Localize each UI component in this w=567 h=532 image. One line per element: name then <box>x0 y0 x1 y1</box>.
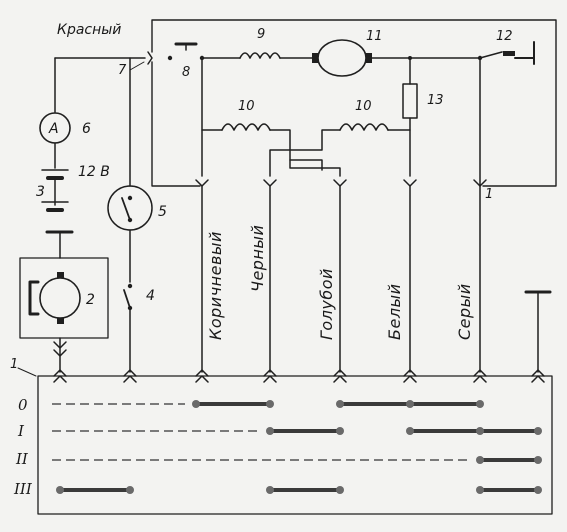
wire-label-grey: Серый <box>455 283 474 340</box>
wire-label-blue: Голубой <box>317 268 336 340</box>
motor-assembly: 7 8 9 11 13 12 10 10 <box>118 19 557 202</box>
position-row-0: 0 <box>18 396 28 414</box>
battery-voltage: 12 В <box>78 164 110 180</box>
left-circuit: А 6 3 12 В 2 5 <box>19 57 167 373</box>
connector-1-right-label: 1 <box>485 187 493 202</box>
coil-10-right-number: 10 <box>355 99 372 114</box>
coil-10-left-number: 10 <box>238 99 255 114</box>
switch-5-number: 5 <box>158 204 167 220</box>
position-row-1: I <box>17 422 25 440</box>
switch-4-number: 4 <box>146 288 155 304</box>
resistor-13-number: 13 <box>427 93 444 108</box>
generator-box <box>19 257 109 339</box>
coil-9-number: 9 <box>257 27 265 42</box>
position-row-3: III <box>13 480 33 498</box>
position-row-2: II <box>15 450 29 468</box>
ammeter-symbol: А <box>48 121 59 137</box>
position-table-frame <box>37 375 553 515</box>
coil-10-right <box>339 123 389 131</box>
switch-8-number: 8 <box>182 65 190 80</box>
wire-label-white: Белый <box>385 283 404 340</box>
switch-12-number: 12 <box>496 29 513 44</box>
coil-10-left <box>221 123 271 131</box>
switch-position-table: 1 0 I II III <box>10 357 553 515</box>
resistor-13 <box>402 83 418 119</box>
wire-label-black: Черный <box>248 225 267 292</box>
switch-5 <box>107 185 153 231</box>
connector-7-label: 7 <box>118 63 127 78</box>
battery <box>41 169 69 212</box>
wire-harness <box>201 185 552 373</box>
coil-9 <box>239 52 281 59</box>
top-wire-label: Красный <box>57 22 121 38</box>
ammeter-number: 6 <box>82 121 91 137</box>
motor-11-number: 11 <box>366 29 383 44</box>
connector-1-bottom-label: 1 <box>10 357 18 372</box>
wire-label-brown: Коричневый <box>206 231 225 340</box>
battery-number: 3 <box>36 184 45 200</box>
generator-number: 2 <box>86 292 95 308</box>
generator <box>39 277 81 319</box>
motor-11 <box>317 39 367 77</box>
